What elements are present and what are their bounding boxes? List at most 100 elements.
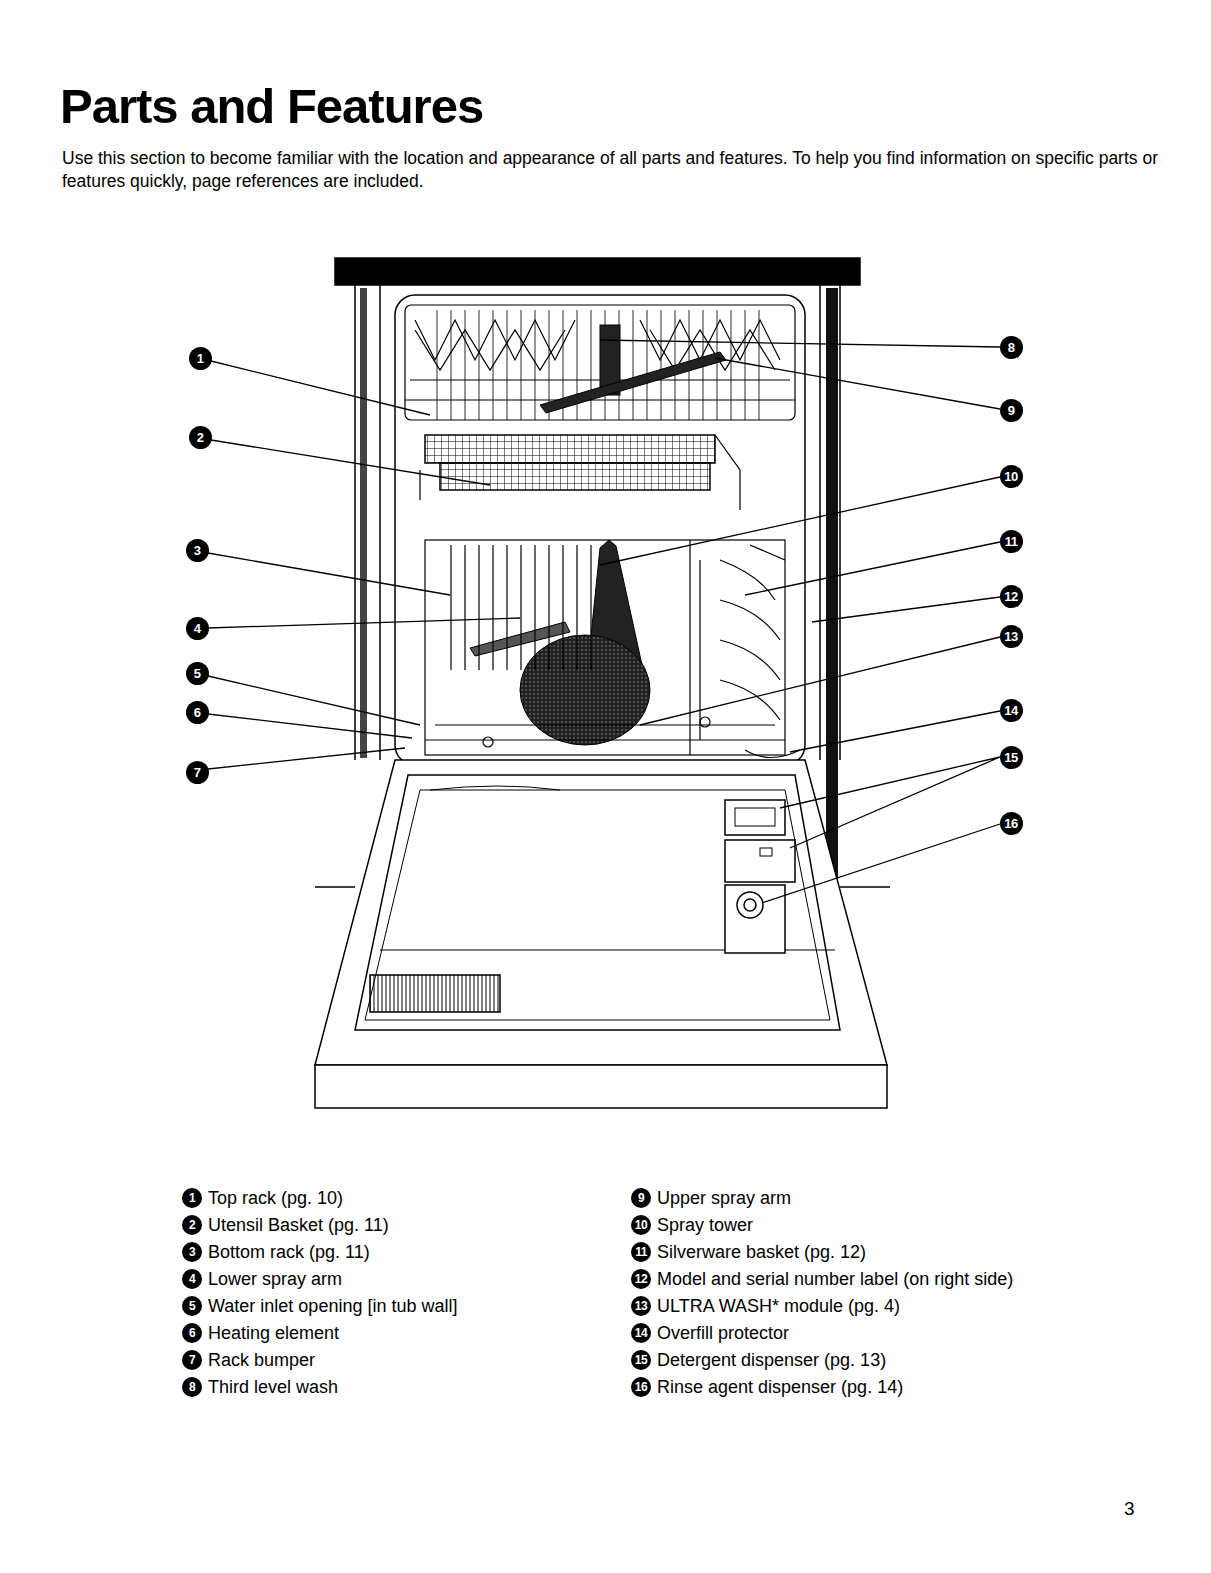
part-name: Bottom rack (pg. 11) (208, 1241, 370, 1263)
detergent-latch (760, 848, 772, 856)
rack-bumper (483, 737, 493, 747)
callout-number: 5 (194, 667, 201, 680)
parts-list-item: 1 Top rack (pg. 10) (182, 1187, 343, 1209)
leader-line (600, 477, 1000, 565)
tub (395, 295, 805, 765)
rinse-cap (744, 899, 756, 911)
part-number: 3 (182, 1242, 202, 1262)
part-number: 7 (182, 1350, 202, 1370)
parts-list-item: 7 Rack bumper (182, 1349, 315, 1371)
basket-grid (440, 463, 710, 490)
part-name: Top rack (pg. 10) (208, 1187, 343, 1209)
parts-list-item: 8Third level wash (182, 1376, 338, 1398)
callout-circle: 16 (1000, 812, 1023, 835)
part-name: Rack bumper (208, 1349, 315, 1371)
leader-line (208, 714, 412, 738)
part-number: 2 (182, 1215, 202, 1235)
door-outline (315, 760, 887, 1065)
silverware-basket (720, 560, 780, 720)
page-number: 3 (1124, 1497, 1154, 1521)
basket-side (420, 435, 740, 510)
callout-number: 12 (1004, 590, 1017, 603)
part-name: Rinse agent dispenser (pg. 14) (657, 1376, 903, 1398)
part-name: Heating element (208, 1322, 339, 1344)
page-title: Parts and Features (60, 78, 483, 134)
basket-grid (425, 435, 715, 463)
part-name: Spray tower (657, 1214, 753, 1236)
part-name: Lower spray arm (208, 1268, 342, 1290)
callout-number: 15 (1004, 751, 1017, 764)
leader-line (211, 361, 430, 415)
rack-tines (430, 310, 770, 420)
parts-list-item: 12 Model and serial number label (on righ… (631, 1268, 1013, 1290)
callout-circle: 1 (189, 347, 212, 370)
parts-list-item: 14Overfill protector (631, 1322, 789, 1344)
parts-list-item: 15Detergent dispenser (pg. 13) (631, 1349, 886, 1371)
callout-circle: 2 (189, 426, 212, 449)
part-number: 16 (631, 1377, 651, 1397)
parts-list-item: 16 Rinse agent dispenser (pg. 14) (631, 1376, 903, 1398)
callout-circle: 9 (1000, 399, 1023, 422)
callout-number: 4 (194, 622, 201, 635)
parts-list-item: 4 Lower spray arm (182, 1268, 342, 1290)
callout-number: 3 (194, 544, 201, 557)
part-number: 13 (631, 1296, 651, 1316)
intro-text: Use this section to become familiar with… (62, 147, 1162, 193)
part-number: 12 (631, 1269, 651, 1289)
part-number: 9 (631, 1188, 651, 1208)
callout-circle: 3 (186, 539, 209, 562)
part-name: Silverware basket (pg. 12) (657, 1241, 866, 1263)
door-bottom (315, 1065, 887, 1108)
leader-line (640, 637, 1000, 725)
leader-line (600, 340, 1000, 347)
part-name: Upper spray arm (657, 1187, 791, 1209)
parts-list-item: 6 Heating element (182, 1322, 339, 1344)
callout-circle: 4 (186, 617, 209, 640)
callout-number: 11 (1005, 535, 1018, 548)
door-liner (365, 790, 835, 1020)
leader-line (208, 748, 405, 769)
parts-list-item: 13ULTRA WASH* module (pg. 4) (631, 1295, 900, 1317)
door-panel (355, 775, 840, 1030)
leader-line (790, 711, 1000, 752)
part-number: 1 (182, 1188, 202, 1208)
part-name: Utensil Basket (pg. 11) (208, 1214, 389, 1236)
leader-line (745, 542, 1000, 595)
side-shade (360, 288, 367, 758)
part-number: 6 (182, 1323, 202, 1343)
parts-list-item: 10 Spray tower (631, 1214, 753, 1236)
part-name: Model and serial number label (on right … (657, 1268, 1013, 1290)
part-number: 4 (182, 1269, 202, 1289)
callout-circle: 6 (186, 701, 209, 724)
overfill-protector (700, 717, 710, 727)
callout-number: 9 (1008, 404, 1015, 417)
callout-circle: 8 (1000, 336, 1023, 359)
rack-tines (440, 545, 600, 670)
callout-number: 7 (194, 766, 201, 779)
part-number: 10 (631, 1215, 651, 1235)
callout-number: 16 (1004, 817, 1017, 830)
parts-list-item: 2 Utensil Basket (pg. 11) (182, 1214, 389, 1236)
callout-number: 8 (1008, 341, 1015, 354)
door-liner (430, 786, 560, 790)
rack-wire (425, 540, 785, 755)
parts-list-item: 5 Water inlet opening [in tub wall] (182, 1295, 457, 1317)
callout-circle: 12 (1000, 585, 1023, 608)
upper-spray-arm (540, 352, 726, 413)
part-number: 15 (631, 1350, 651, 1370)
callout-circle: 11 (1000, 530, 1023, 553)
part-name: Water inlet opening [in tub wall] (208, 1295, 457, 1317)
leader-line (208, 618, 520, 628)
callout-number: 6 (194, 706, 201, 719)
callout-number: 2 (197, 431, 204, 444)
callout-number: 14 (1004, 704, 1017, 717)
callout-circle: 14 (1000, 699, 1023, 722)
parts-list-item: 3 Bottom rack (pg. 11) (182, 1241, 370, 1263)
door-vent (370, 975, 500, 1012)
part-number: 8 (182, 1377, 202, 1397)
callout-circle: 13 (1000, 625, 1023, 648)
part-number: 5 (182, 1296, 202, 1316)
parts-list-item: 9 Upper spray arm (631, 1187, 791, 1209)
